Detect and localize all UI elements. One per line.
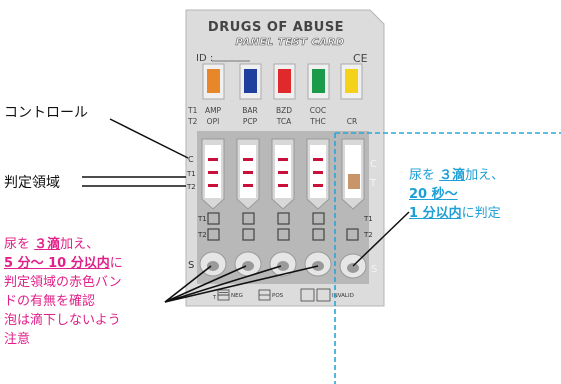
row-label-t2: T2 [187, 117, 198, 126]
panel-label-bzd: BZD [276, 106, 292, 115]
band-t2 [313, 184, 323, 187]
result-box [312, 212, 325, 225]
box-label-t2-left: T2 [197, 231, 207, 239]
box-label-t1-right: T1 [363, 215, 373, 223]
band-t2 [208, 184, 218, 187]
result-box [207, 228, 220, 241]
window-label-t2: T2 [186, 183, 196, 191]
right-drop-count: ３滴 [439, 168, 466, 183]
card-subtitle: PANEL TEST CARD [236, 37, 345, 48]
cr-leader [352, 211, 410, 267]
band-c [208, 158, 218, 161]
judgment-area-label: 判定領域 [4, 175, 60, 191]
result-box [277, 228, 290, 241]
cr-label-t: T [369, 178, 377, 189]
bar-color [244, 69, 257, 93]
band-c [313, 158, 323, 161]
sample-leaders [164, 265, 319, 303]
result-box [242, 228, 255, 241]
result-box [207, 212, 220, 225]
panel-label-thc: THC [309, 117, 325, 126]
right-time-limit: 1 分以内 [409, 206, 462, 221]
left-instruction: 尿を ３滴加え、 5 分～ 10 分以内に 判定領域の赤色バン ドの有無を確認 … [4, 235, 123, 349]
legend-t-label: T [212, 295, 217, 301]
band-c [243, 158, 253, 161]
band-t2 [243, 184, 253, 187]
cr-color [345, 69, 358, 93]
strip-window-4 [306, 138, 330, 210]
left-line-1: 尿を ３滴加え、 [4, 235, 123, 254]
row-label-t1: T1 [187, 106, 198, 115]
left-line-1-pre: 尿を [4, 237, 31, 252]
box-label-t1-left: T1 [197, 215, 207, 223]
legend-pos: POS [272, 293, 284, 299]
box-label-t2-right: T2 [363, 231, 373, 239]
right-line-3-post: に判定 [461, 206, 501, 221]
cr-reagent-pad [348, 174, 360, 189]
result-box [346, 228, 359, 241]
strip-window-1 [201, 138, 225, 210]
right-line-1-post: 加え、 [465, 168, 505, 183]
left-line-2-post: に [109, 256, 123, 271]
cr-window [341, 138, 365, 210]
strip-window-2 [236, 138, 260, 210]
panel-label-amp: AMP [205, 106, 222, 115]
band-t1 [243, 171, 253, 174]
panel-label-opi: OPI [207, 117, 220, 126]
bzd-color [278, 69, 291, 93]
coc-color [312, 69, 325, 93]
panel-label-cr: CR [347, 117, 357, 126]
card-title: DRUGS OF ABUSE [208, 20, 344, 35]
left-line-3: 判定領域の赤色バン [4, 275, 122, 290]
legend-invalid: INVALID [332, 293, 354, 299]
panel-label-coc: COC [310, 106, 326, 115]
right-line-1: 尿を ３滴加え、 [409, 166, 504, 185]
window-label-t1: T1 [186, 170, 196, 178]
cr-label-c: C [370, 159, 377, 170]
panel-label-tca: TCA [276, 117, 292, 126]
right-instruction: 尿を ３滴加え、 20 秒～ 1 分以内に判定 [409, 166, 504, 223]
control-label: コントロール [4, 105, 88, 121]
right-line-1-pre: 尿を [409, 168, 436, 183]
sample-label-left: S [188, 260, 194, 271]
band-t1 [208, 171, 218, 174]
left-line-4: ドの有無を確認 [4, 294, 96, 309]
right-line-2: 20 秒～ [409, 187, 458, 202]
control-leader [109, 118, 189, 159]
id-label: ID : [196, 53, 213, 64]
indicator-row [202, 63, 363, 100]
sample-label-right: S [371, 264, 377, 275]
window-label-c: C [188, 155, 194, 164]
strip-window-3 [271, 138, 295, 210]
band-t1 [313, 171, 323, 174]
left-line-2: 5 分～ 10 分以内に [4, 254, 123, 273]
left-line-6: 注意 [4, 332, 31, 347]
ce-mark: CE [353, 52, 368, 65]
result-boxes [207, 212, 359, 241]
band-t1 [278, 171, 288, 174]
band-t2 [278, 184, 288, 187]
result-box [312, 228, 325, 241]
panel-label-bar: BAR [242, 106, 258, 115]
band-c [278, 158, 288, 161]
legend-neg: NEG [231, 293, 243, 299]
result-box [277, 212, 290, 225]
result-box [242, 212, 255, 225]
result-legend: T NEG POS INVALID [212, 288, 354, 302]
panel-label-pcp: PCP [243, 117, 258, 126]
left-drop-count: ３滴 [34, 237, 61, 252]
left-time-window: 5 分～ 10 分以内 [4, 256, 110, 271]
amp-color [207, 69, 220, 93]
left-line-1-post: 加え、 [60, 237, 100, 252]
right-line-3: 1 分以内に判定 [409, 204, 504, 223]
left-line-5: 泡は滴下しないよう [4, 313, 121, 328]
